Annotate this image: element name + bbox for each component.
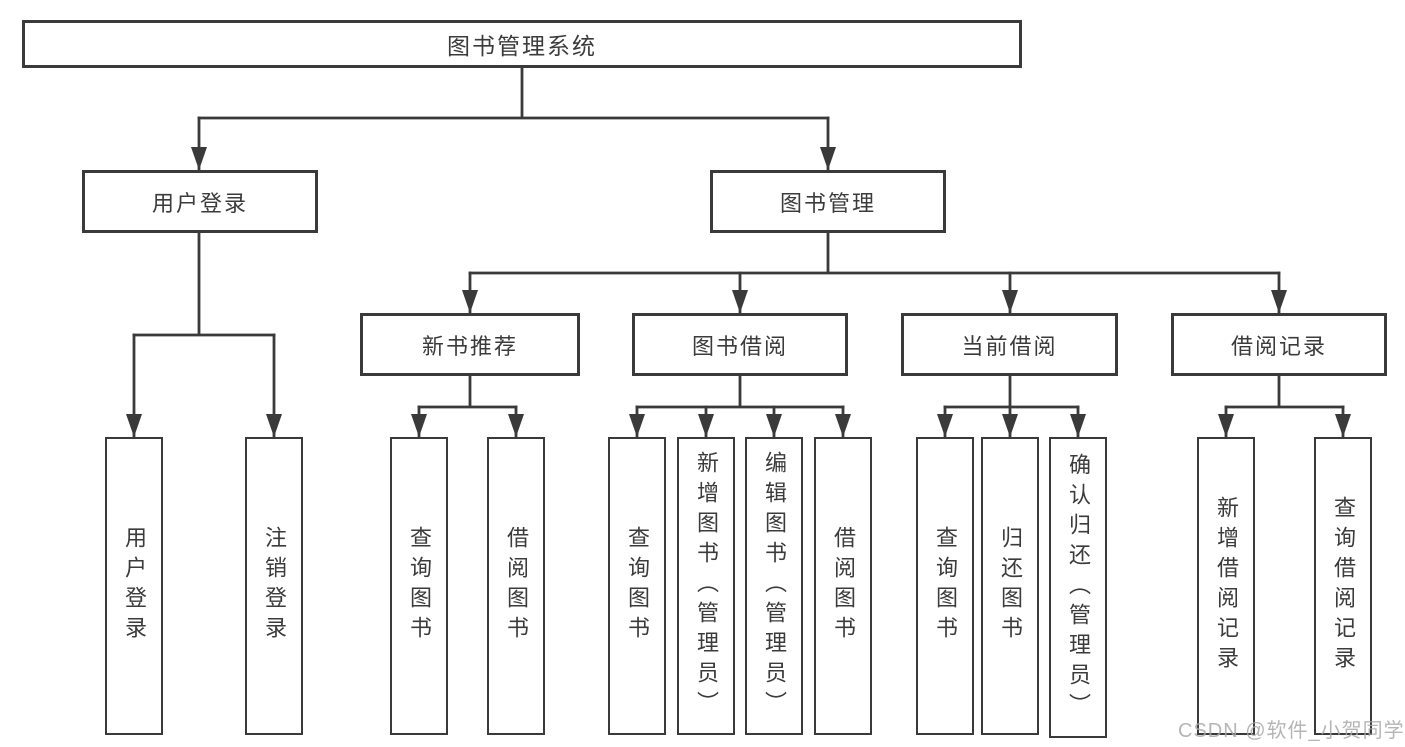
leaf-borrow-books-recommend: 借阅图书 <box>487 437 545 735</box>
node-book-management: 图书管理 <box>710 170 946 233</box>
node-book-borrow: 图书借阅 <box>632 313 848 376</box>
leaf-query-books-current: 查询图书 <box>916 437 974 735</box>
leaf-label: 确认归还（管理员） <box>1066 452 1091 723</box>
leaf-add-borrow-record: 新增借阅记录 <box>1197 437 1255 735</box>
leaf-label: 查询借阅记录 <box>1331 496 1356 676</box>
leaf-user-login: 用户登录 <box>105 437 163 735</box>
leaf-edit-book-admin: 编辑图书（管理员） <box>745 437 803 735</box>
csdn-watermark: CSDN @软件_小贺同学 <box>1178 720 1405 742</box>
leaf-label: 查询图书 <box>407 526 432 646</box>
leaf-logout: 注销登录 <box>245 437 303 735</box>
leaf-label: 编辑图书（管理员） <box>762 451 787 721</box>
leaf-label: 借阅图书 <box>504 526 529 646</box>
node-current-borrow: 当前借阅 <box>901 313 1118 376</box>
node-borrow-records-label: 借阅记录 <box>1230 333 1327 359</box>
leaf-label: 新增图书（管理员） <box>694 451 719 721</box>
node-borrow-records: 借阅记录 <box>1171 313 1387 376</box>
leaf-confirm-return-admin: 确认归还（管理员） <box>1049 437 1107 738</box>
node-current-borrow-label: 当前借阅 <box>961 333 1058 359</box>
leaf-label: 查询图书 <box>625 526 650 646</box>
leaf-label: 查询图书 <box>933 526 958 646</box>
leaf-borrow-books: 借阅图书 <box>814 437 872 735</box>
leaf-query-books-recommend: 查询图书 <box>390 437 448 735</box>
node-new-book-recommend: 新书推荐 <box>360 313 580 376</box>
leaf-label: 借阅图书 <box>831 526 856 646</box>
node-new-book-recommend-label: 新书推荐 <box>421 333 518 359</box>
node-book-borrow-label: 图书借阅 <box>691 333 788 359</box>
leaf-query-borrow-record: 查询借阅记录 <box>1314 437 1372 735</box>
node-root-label: 图书管理系统 <box>447 33 597 59</box>
leaf-query-books-borrow: 查询图书 <box>608 437 666 735</box>
leaf-label: 用户登录 <box>122 526 147 646</box>
node-user-login: 用户登录 <box>82 170 318 233</box>
node-book-management-label: 图书管理 <box>779 190 876 216</box>
leaf-label: 归还图书 <box>998 526 1023 646</box>
leaf-add-book-admin: 新增图书（管理员） <box>677 437 735 735</box>
node-user-login-label: 用户登录 <box>151 190 248 216</box>
node-root: 图书管理系统 <box>22 20 1022 68</box>
leaf-return-book: 归还图书 <box>981 437 1039 735</box>
leaf-label: 注销登录 <box>262 526 287 646</box>
leaf-label: 新增借阅记录 <box>1214 496 1239 676</box>
